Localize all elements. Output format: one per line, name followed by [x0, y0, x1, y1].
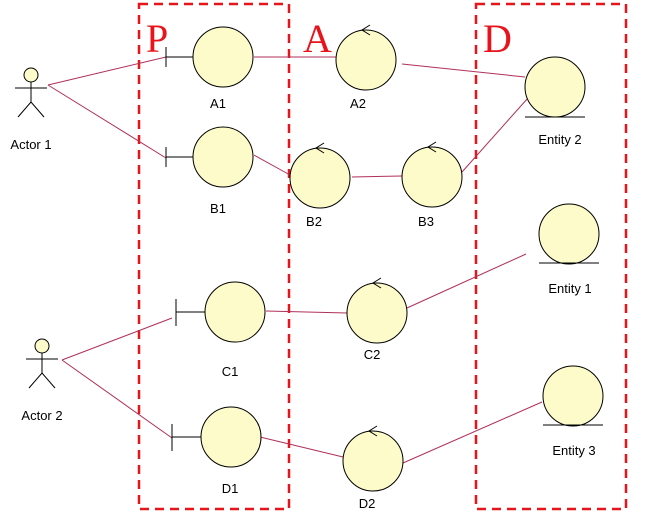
boundary-a1-circle — [192, 26, 254, 88]
control-b2[interactable]: B2 — [289, 142, 351, 229]
link-actor2-d1 — [61, 359, 173, 439]
actor-2[interactable]: Actor 2 — [21, 338, 63, 423]
actor-1[interactable]: Actor 1 — [10, 67, 52, 152]
entity-1[interactable]: Entity 1 — [538, 203, 600, 296]
actor-2-label: Actor 2 — [21, 408, 62, 423]
boundary-a1-label: A1 — [210, 96, 226, 111]
entity-1-label: Entity 1 — [548, 281, 591, 296]
boundary-b1-circle — [192, 126, 254, 188]
control-d2-arrow — [368, 425, 378, 437]
control-c2-circle — [346, 282, 408, 344]
actor-2-legs — [28, 372, 56, 389]
control-b3[interactable]: B3 — [401, 141, 463, 229]
control-d2-circle — [342, 430, 404, 492]
boundary-b1-label: B1 — [210, 201, 226, 216]
link-c2-entity1 — [406, 253, 527, 309]
boundary-d1[interactable]: D1 — [171, 406, 262, 496]
link-d2-entity3 — [402, 401, 543, 464]
control-a2[interactable]: A2 — [335, 24, 397, 111]
actor-2-head — [34, 338, 50, 354]
control-c2[interactable]: C2 — [346, 277, 408, 362]
zone-p-frame — [137, 2, 291, 511]
control-c2-arrow — [372, 277, 382, 289]
link-b2-b3 — [351, 175, 403, 178]
control-b3-arrow — [427, 141, 437, 153]
entity-3-label: Entity 3 — [552, 443, 595, 458]
link-b3-entity2 — [461, 97, 529, 173]
entity-1-circle — [538, 203, 600, 265]
entity-2-label: Entity 2 — [538, 132, 581, 147]
entity-3[interactable]: Entity 3 — [542, 365, 604, 458]
link-actor1-b1 — [47, 84, 167, 159]
control-b3-label: B3 — [418, 214, 434, 229]
entity-3-circle — [542, 365, 604, 427]
control-d2[interactable]: D2 — [342, 425, 404, 511]
control-a2-circle — [335, 29, 397, 91]
control-a2-label: A2 — [350, 96, 366, 111]
link-actor1-a1 — [47, 56, 167, 86]
entity-2[interactable]: Entity 2 — [524, 56, 586, 147]
boundary-c1-circle — [204, 281, 266, 343]
actor-1-head — [23, 67, 39, 83]
entity-2-circle — [524, 56, 586, 118]
zone-d-label: D — [483, 16, 512, 61]
link-b1-b2 — [253, 154, 291, 176]
control-a2-arrow — [361, 24, 371, 36]
control-b2-arrow — [315, 142, 325, 154]
boundary-c1[interactable]: C1 — [175, 281, 266, 379]
control-b2-label: B2 — [306, 214, 322, 229]
boundary-a1[interactable]: A1 — [165, 26, 254, 111]
link-a2-entity2 — [401, 63, 526, 78]
control-b3-circle — [401, 146, 463, 208]
boundary-b1[interactable]: B1 — [165, 126, 254, 216]
control-c2-label: C2 — [364, 347, 381, 362]
links — [47, 56, 543, 464]
control-d2-label: D2 — [359, 496, 376, 511]
actor-1-legs — [17, 101, 45, 118]
zone-a-label: A — [303, 16, 332, 61]
control-b2-circle — [289, 147, 351, 209]
link-c1-c2 — [265, 310, 348, 314]
zone-d-frame — [474, 2, 628, 511]
link-actor2-c1 — [61, 317, 173, 361]
boundary-c1-label: C1 — [222, 364, 239, 379]
link-d1-d2 — [259, 436, 344, 458]
zone-p-label: P — [146, 16, 168, 61]
boundary-d1-circle — [200, 406, 262, 468]
actor-1-label: Actor 1 — [10, 137, 51, 152]
boundary-d1-label: D1 — [222, 481, 239, 496]
